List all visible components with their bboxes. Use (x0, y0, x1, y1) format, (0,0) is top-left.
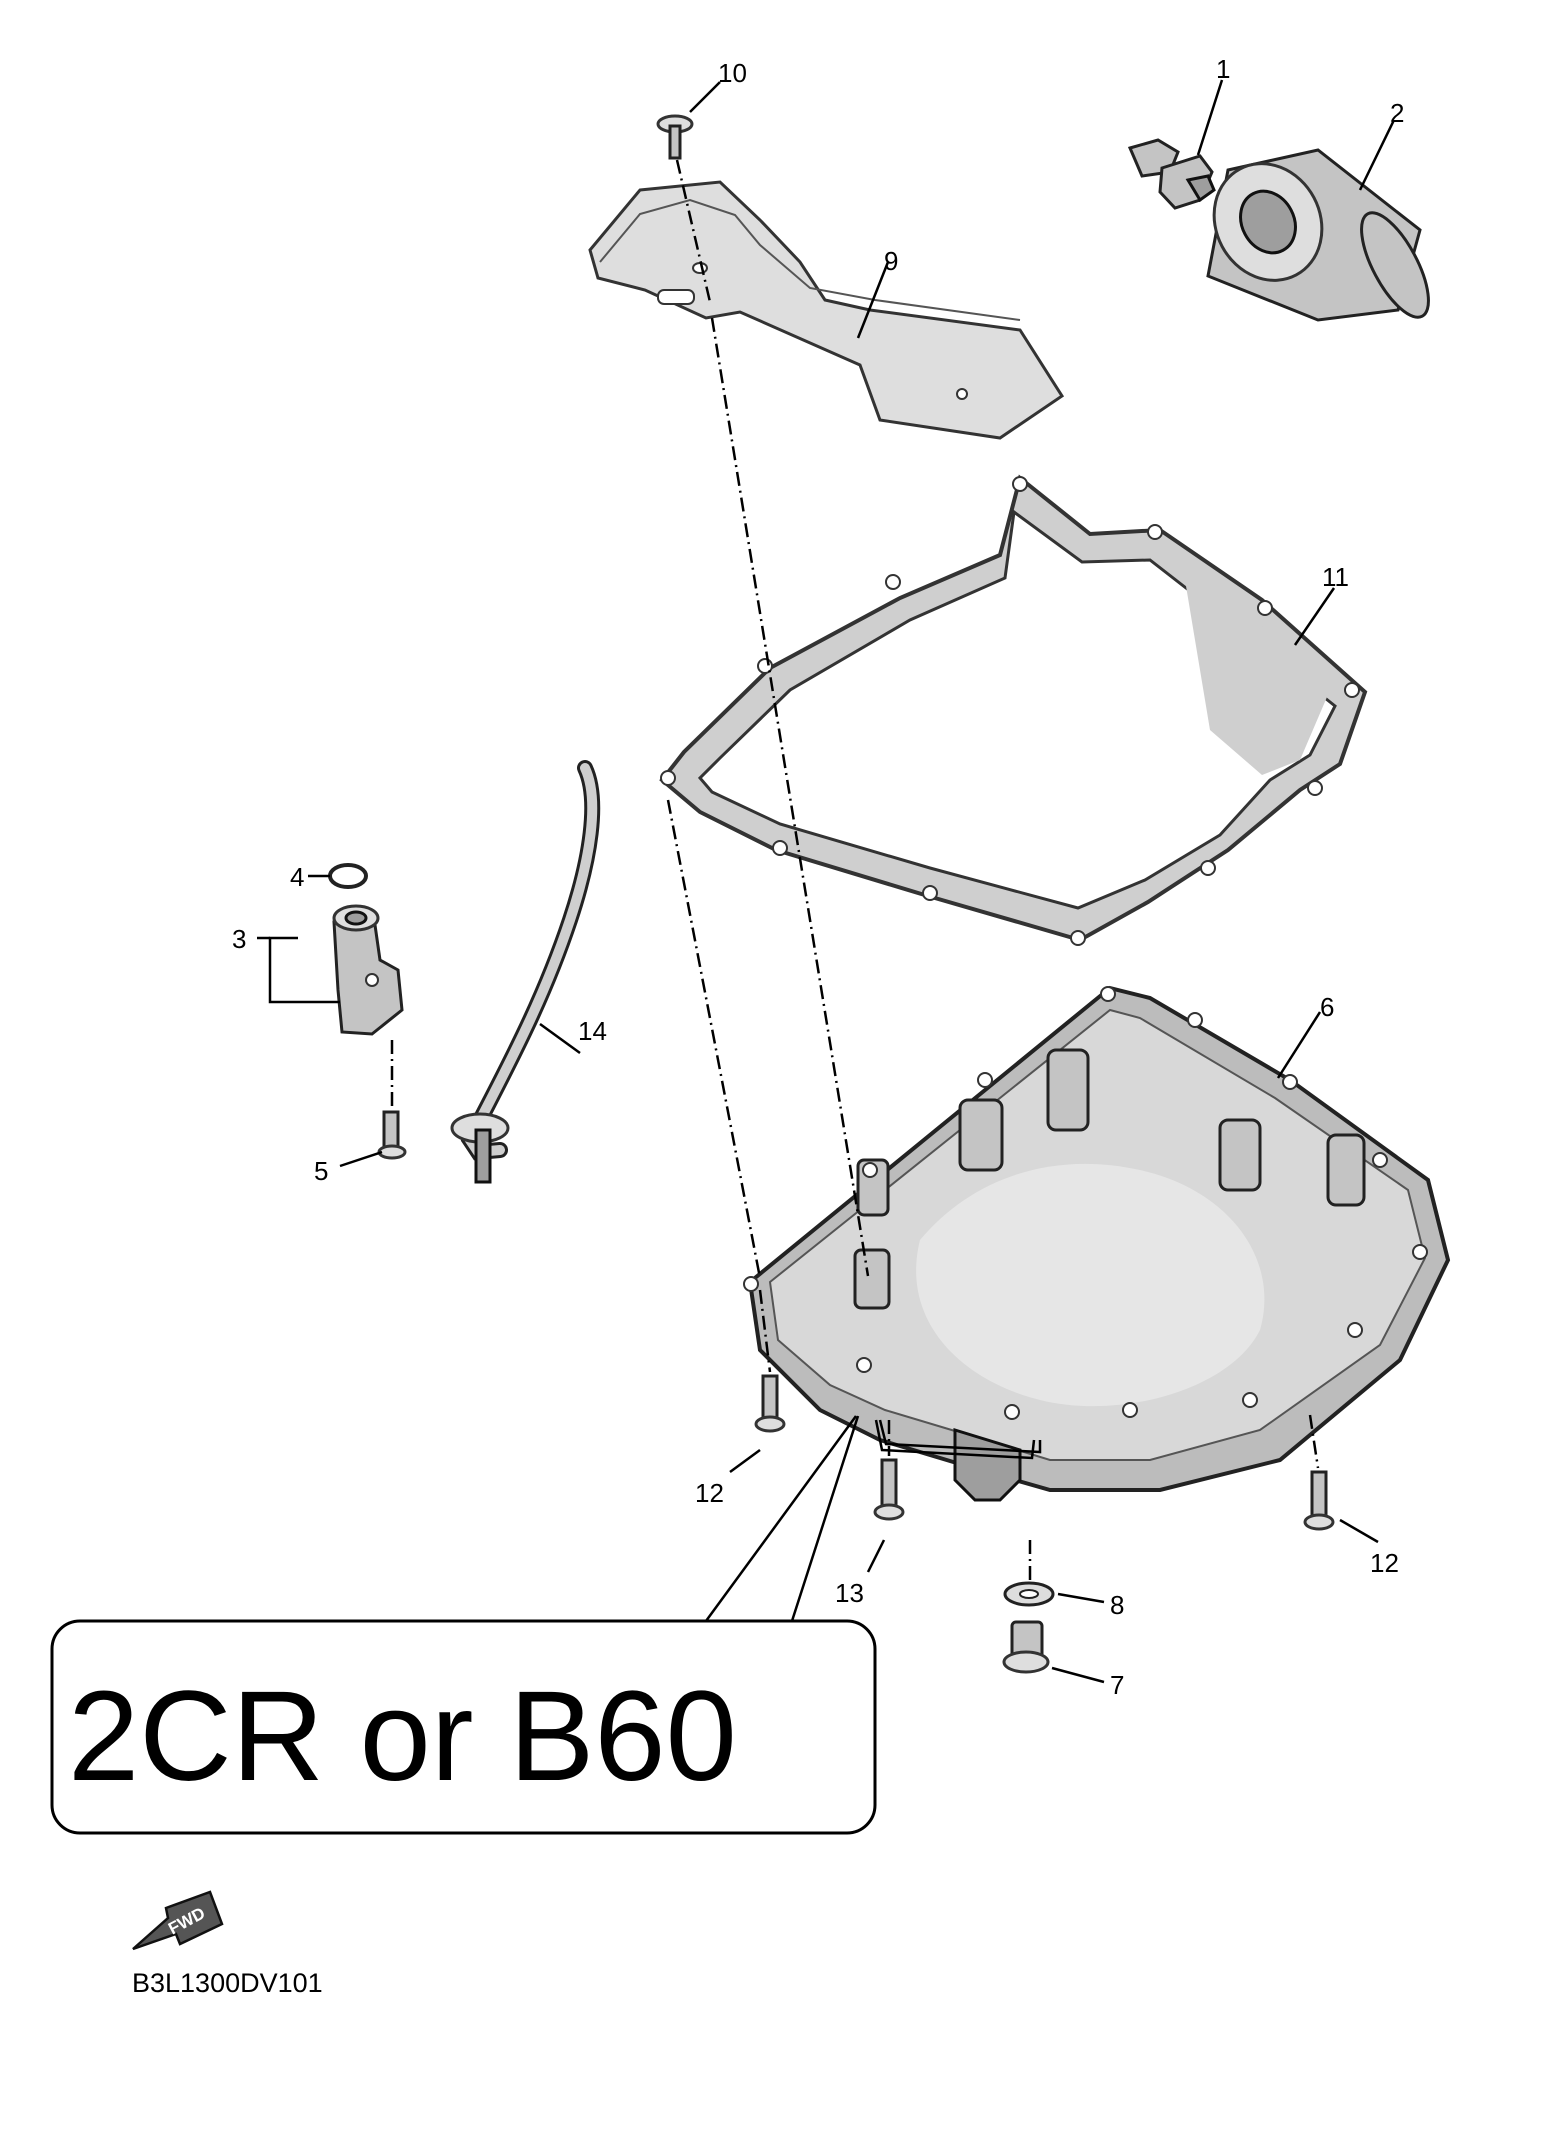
baffle-plate-9 (588, 180, 1065, 440)
filter-union-1 (1127, 138, 1216, 210)
callout-12-right: 12 (1370, 1548, 1399, 1578)
callout-1: 1 (1216, 54, 1230, 84)
gasket-8 (1003, 1581, 1055, 1607)
callout-4: 4 (290, 862, 304, 892)
callout-6: 6 (1320, 992, 1334, 1022)
callout-11: 11 (1322, 562, 1349, 592)
variant-label: 2CR or B60 (68, 1665, 737, 1808)
variant-box: 2CR or B60 (50, 1619, 877, 1835)
gasket-11 (659, 474, 1368, 946)
leader-lines (257, 79, 1396, 1684)
bolt-12-left (754, 1374, 786, 1433)
callout-9: 9 (884, 246, 898, 276)
callout-13: 13 (835, 1578, 864, 1608)
bolt-5 (377, 1110, 407, 1160)
callout-numbers: 1 2 3 4 5 6 7 8 9 10 11 12 12 13 14 (232, 54, 1404, 1700)
centerlines (390, 159, 1320, 1580)
oil-pan-6 (743, 985, 1451, 1502)
callout-7: 7 (1110, 1670, 1124, 1700)
diagram-code: B3L1300DV101 (132, 1968, 323, 1998)
oil-filter-2 (1206, 148, 1430, 322)
callout-5: 5 (314, 1156, 328, 1186)
bolt-12-right (1303, 1470, 1335, 1531)
pipe-14 (450, 760, 601, 1184)
callout-14: 14 (578, 1016, 607, 1046)
bolt-10 (656, 114, 694, 160)
callout-3: 3 (232, 924, 246, 954)
drain-bolt-7 (1002, 1620, 1050, 1674)
sensor-3 (332, 904, 404, 1036)
callout-12-left: 12 (695, 1478, 724, 1508)
callout-2: 2 (1390, 98, 1404, 128)
bolt-13 (873, 1458, 905, 1521)
ring-4 (328, 863, 368, 889)
callout-10: 10 (718, 58, 747, 88)
fwd-arrow-icon: FWD (132, 1890, 224, 1951)
callout-8: 8 (1110, 1590, 1124, 1620)
